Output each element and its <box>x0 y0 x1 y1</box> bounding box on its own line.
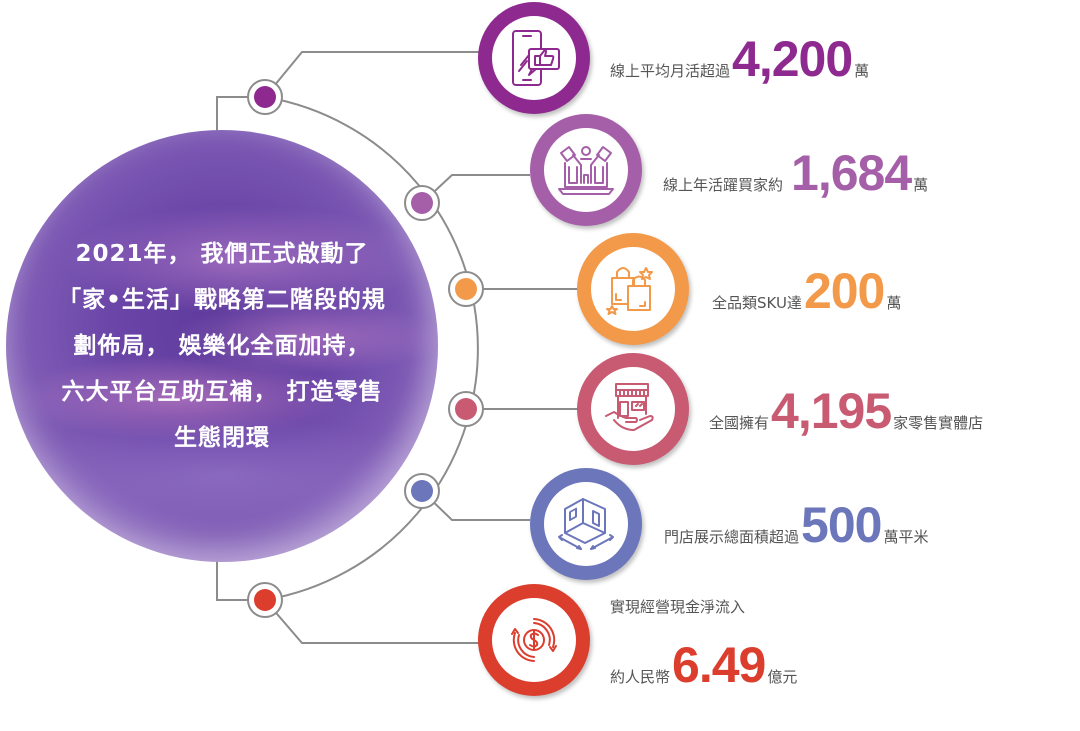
floor-area-cube-icon <box>558 498 614 550</box>
stat-value: 4,195 <box>771 383 892 439</box>
node-dot <box>254 86 276 108</box>
shopping-bags-icon <box>606 267 653 315</box>
badge-5 <box>530 468 642 580</box>
intro-line: 「家•生活」戰略第二階段的規 <box>58 287 386 313</box>
stat-2: 線上年活躍買家約 1,684 萬 <box>663 148 928 198</box>
stat-unit: 萬平米 <box>883 528 929 546</box>
stat-value: 4,200 <box>732 31 853 87</box>
stat-3: 全品類SKU達 200 萬 <box>712 266 901 316</box>
node-6 <box>247 582 283 618</box>
badge-6 <box>478 584 590 696</box>
node-4 <box>448 391 484 427</box>
stat-value: 6.49 <box>672 637 766 693</box>
stat-value: 200 <box>803 263 885 319</box>
node-5 <box>404 473 440 509</box>
arc-connector <box>264 96 479 601</box>
node-1 <box>247 79 283 115</box>
stat-label: 線上年活躍買家約 <box>663 176 784 194</box>
stat-unit: 億元 <box>767 668 798 686</box>
laptop-shopper-icon <box>558 146 614 195</box>
cash-flow-dollar-icon <box>511 618 557 662</box>
node-3 <box>448 271 484 307</box>
stat-6: 約人民幣 6.49 億元 <box>610 640 797 690</box>
stat-label: 線上平均月活超過 <box>610 62 731 80</box>
stat-label: 全品類SKU達 <box>712 294 802 312</box>
branch-6 <box>264 599 480 644</box>
stat-unit: 萬 <box>886 294 902 312</box>
node-dot <box>455 398 477 420</box>
intro-text: 2021年， 我們正式啟動了 「家•生活」戰略第二階段的規 劃佈局， 娛樂化全面… <box>27 231 417 461</box>
stat-label: 門店展示總面積超過 <box>664 528 800 546</box>
stat-unit: 家零售實體店 <box>893 414 984 432</box>
stat-unit: 萬 <box>913 176 929 194</box>
node-dot <box>254 589 276 611</box>
stat-unit: 萬 <box>854 62 870 80</box>
stat-label: 約人民幣 <box>610 668 671 686</box>
intro-line: 六大平台互助互補， 打造零售 <box>61 379 383 405</box>
badge-1 <box>478 2 590 114</box>
badge-3 <box>577 233 689 345</box>
badge-4 <box>577 353 689 465</box>
node-dot <box>411 192 433 214</box>
intro-line: 劃佈局， 娛樂化全面加持， <box>73 333 371 359</box>
stat-1: 線上平均月活超過 4,200 萬 <box>610 34 869 84</box>
intro-line: 2021年， 我們正式啟動了 <box>75 241 369 267</box>
stat-6-top-label: 實現經營現金淨流入 <box>610 598 746 616</box>
stat-value: 1,684 <box>791 145 912 201</box>
stat-5: 門店展示總面積超過 500 萬平米 <box>664 500 928 550</box>
smartphone-thumbs-up-icon <box>512 30 560 86</box>
stat-4: 全國擁有 4,195 家零售實體店 <box>709 386 983 436</box>
node-dot <box>455 278 477 300</box>
node-2 <box>404 185 440 221</box>
stat-label: 全國擁有 <box>709 414 770 432</box>
storefront-hand-icon <box>605 383 654 431</box>
stat-value: 500 <box>801 497 882 553</box>
badge-2 <box>530 114 642 226</box>
node-dot <box>411 480 433 502</box>
branch-1 <box>264 51 480 98</box>
intro-sphere: 2021年， 我們正式啟動了 「家•生活」戰略第二階段的規 劃佈局， 娛樂化全面… <box>6 130 438 562</box>
intro-line: 生態閉環 <box>174 425 270 451</box>
